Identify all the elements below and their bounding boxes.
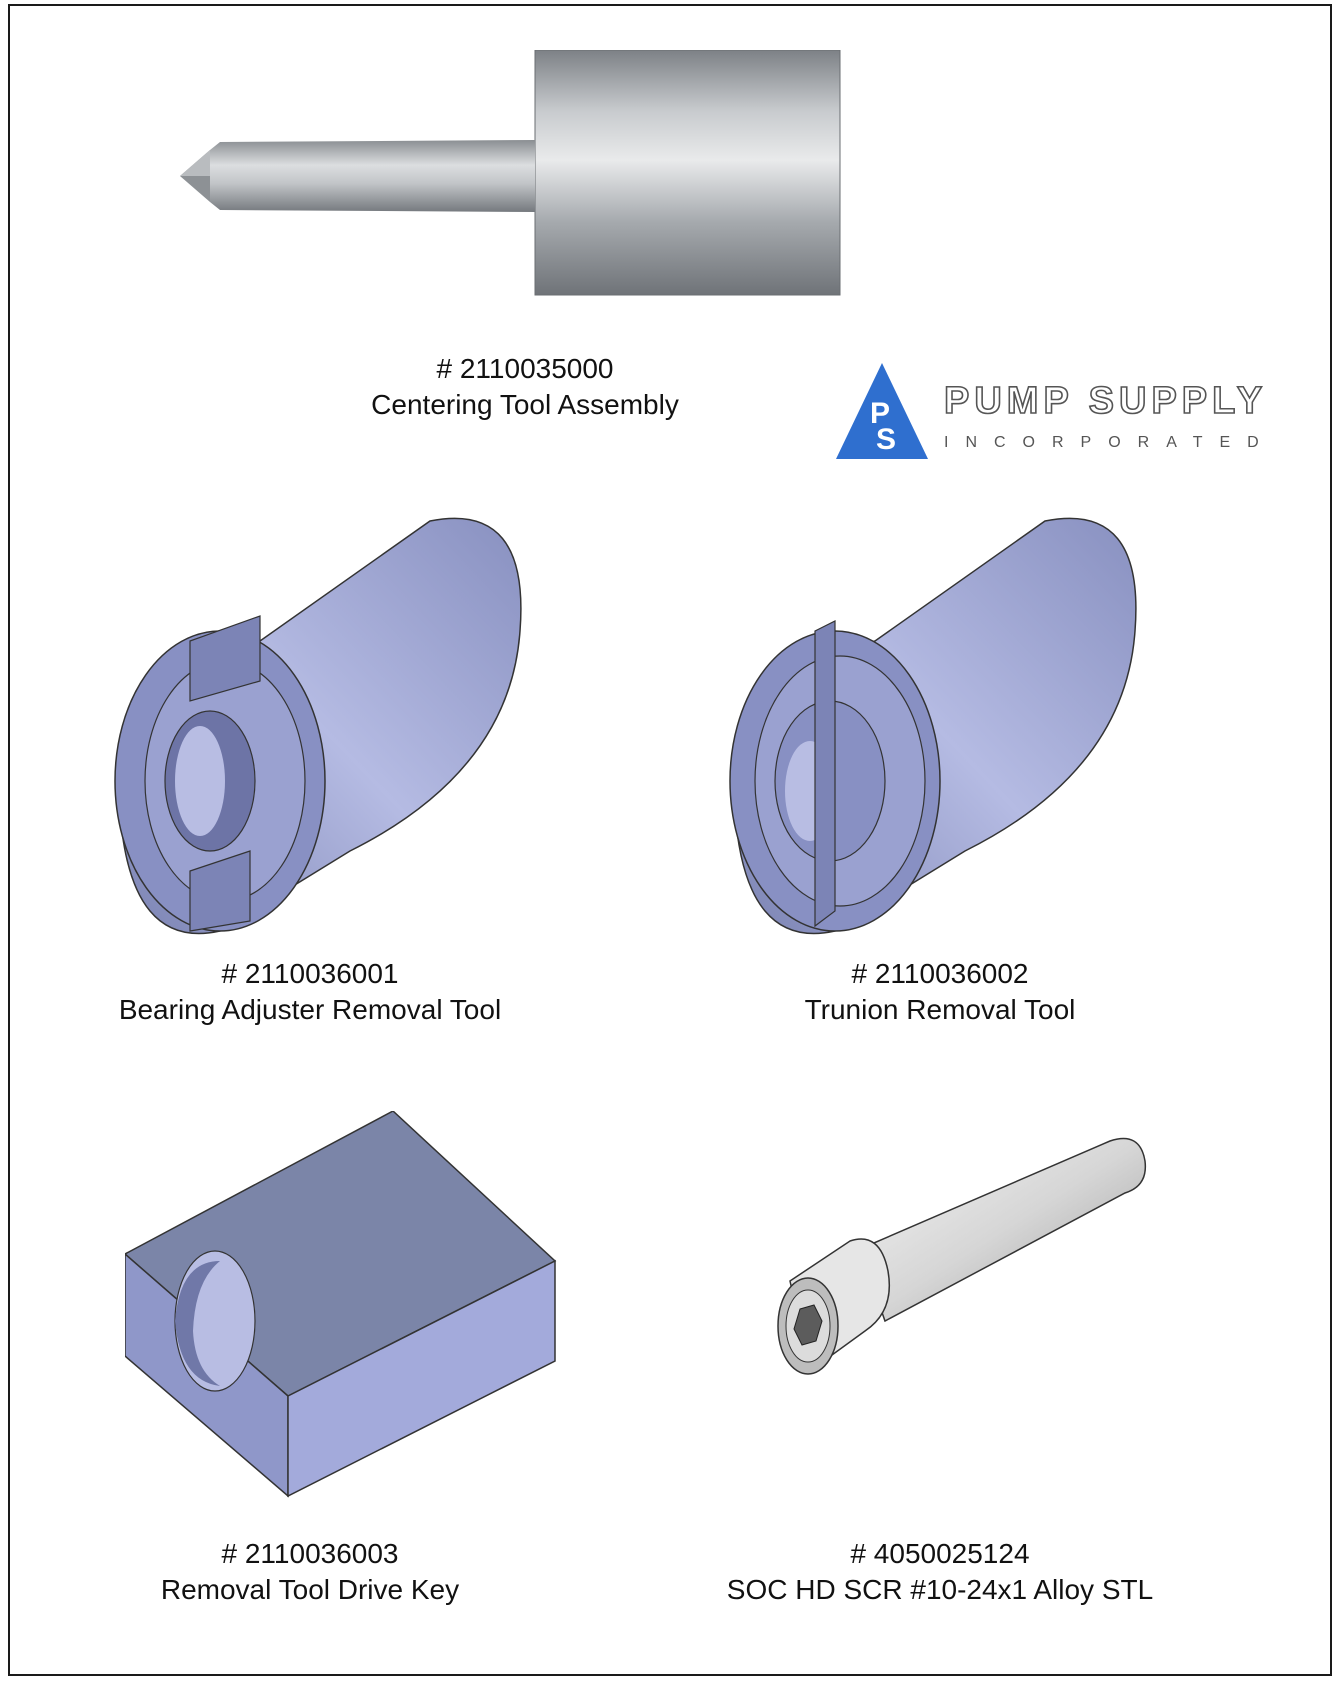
drive-key-image bbox=[125, 1111, 557, 1498]
svg-text:P: P bbox=[870, 397, 890, 430]
part-name: Centering Tool Assembly bbox=[371, 389, 679, 420]
pump-supply-logo: P S PUMP SUPPLY INCORPORATED bbox=[836, 361, 1286, 461]
part-number: # 4050025124 bbox=[850, 1538, 1030, 1569]
parts-sheet-frame: # 2110035000 Centering Tool Assembly P S… bbox=[8, 4, 1332, 1676]
screw-caption: # 4050025124 SOC HD SCR #10-24x1 Alloy S… bbox=[650, 1536, 1230, 1608]
svg-text:S: S bbox=[876, 423, 896, 456]
logo-line1: PUMP SUPPLY bbox=[944, 380, 1267, 422]
trunion-removal-tool-image bbox=[729, 517, 1137, 935]
psi-triangle-icon: P S PUMP SUPPLY INCORPORATED bbox=[836, 363, 1276, 459]
drive-key-caption: # 2110036003 Removal Tool Drive Key bbox=[70, 1536, 550, 1608]
part-number: # 2110035000 bbox=[436, 353, 614, 384]
part-name: Removal Tool Drive Key bbox=[160, 1574, 460, 1605]
bearing-adjuster-removal-tool-image bbox=[114, 517, 522, 935]
part-name: SOC HD SCR #10-24x1 Alloy STL bbox=[726, 1574, 1154, 1605]
part-number: # 2110036003 bbox=[221, 1538, 399, 1569]
logo-line2: INCORPORATED bbox=[944, 434, 1276, 451]
part-name: Trunion Removal Tool bbox=[804, 994, 1076, 1025]
part-name: Bearing Adjuster Removal Tool bbox=[118, 994, 502, 1025]
centering-tool-image bbox=[180, 50, 841, 296]
trunion-caption: # 2110036002 Trunion Removal Tool bbox=[700, 956, 1180, 1028]
centering-tool-caption: # 2110035000 Centering Tool Assembly bbox=[310, 351, 740, 423]
socket-head-screw-image bbox=[777, 1137, 1147, 1375]
part-number: # 2110036002 bbox=[851, 958, 1029, 989]
bearing-adjuster-caption: # 2110036001 Bearing Adjuster Removal To… bbox=[70, 956, 550, 1028]
part-number: # 2110036001 bbox=[221, 958, 399, 989]
